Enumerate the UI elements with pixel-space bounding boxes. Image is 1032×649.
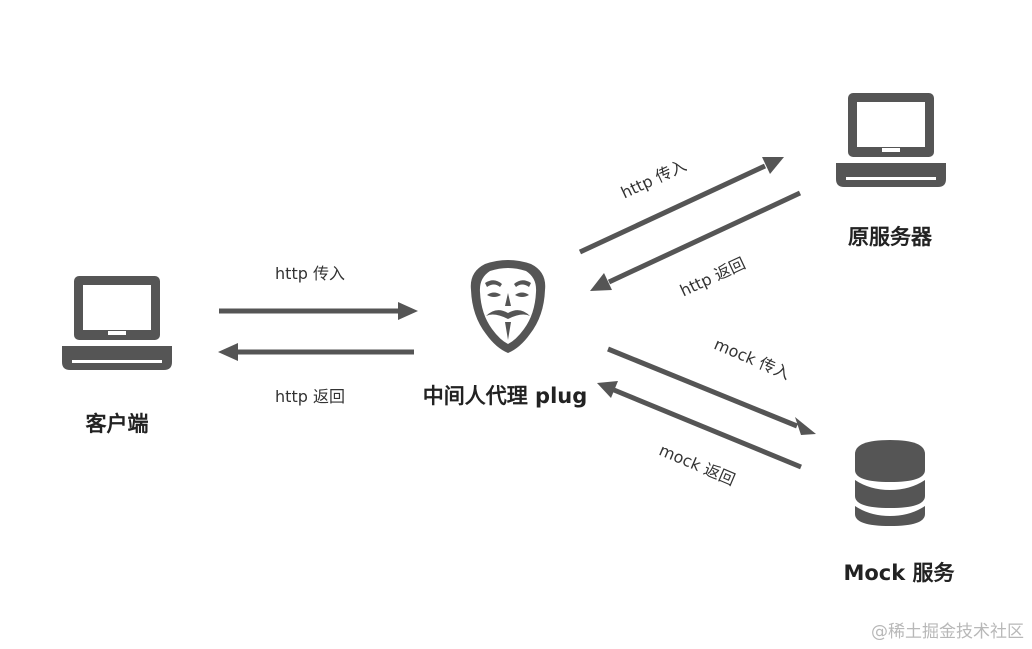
proxy-label: 中间人代理 plug [423, 384, 588, 408]
guy-fawkes-mask-icon [470, 260, 546, 353]
mock-service-label: Mock 服务 [843, 561, 955, 585]
arrow-mock-to-proxy [597, 381, 802, 470]
edge-label-client-to-proxy: http 传入 [275, 264, 345, 283]
edge-label-proxy-to-client: http 返回 [275, 387, 345, 406]
origin-server-label: 原服务器 [848, 225, 933, 249]
arrow-proxy-to-client [218, 343, 414, 361]
arrow-proxy-to-origin [578, 157, 784, 255]
edge-label-proxy-to-origin: http 传入 [618, 156, 689, 203]
database-icon [855, 440, 925, 526]
edge-label-mock-to-proxy: mock 返回 [656, 440, 738, 489]
arrow-origin-to-proxy [590, 190, 802, 291]
arrow-proxy-to-mock [607, 346, 816, 435]
arrow-client-to-proxy [219, 302, 418, 320]
origin-server-laptop-icon [836, 93, 946, 187]
edge-label-origin-to-proxy: http 返回 [677, 254, 748, 301]
edge-label-proxy-to-mock: mock 传入 [711, 334, 793, 383]
watermark-text: @稀土掘金技术社区 [871, 622, 1024, 642]
client-label: 客户端 [86, 412, 149, 436]
client-laptop-icon [62, 276, 172, 370]
